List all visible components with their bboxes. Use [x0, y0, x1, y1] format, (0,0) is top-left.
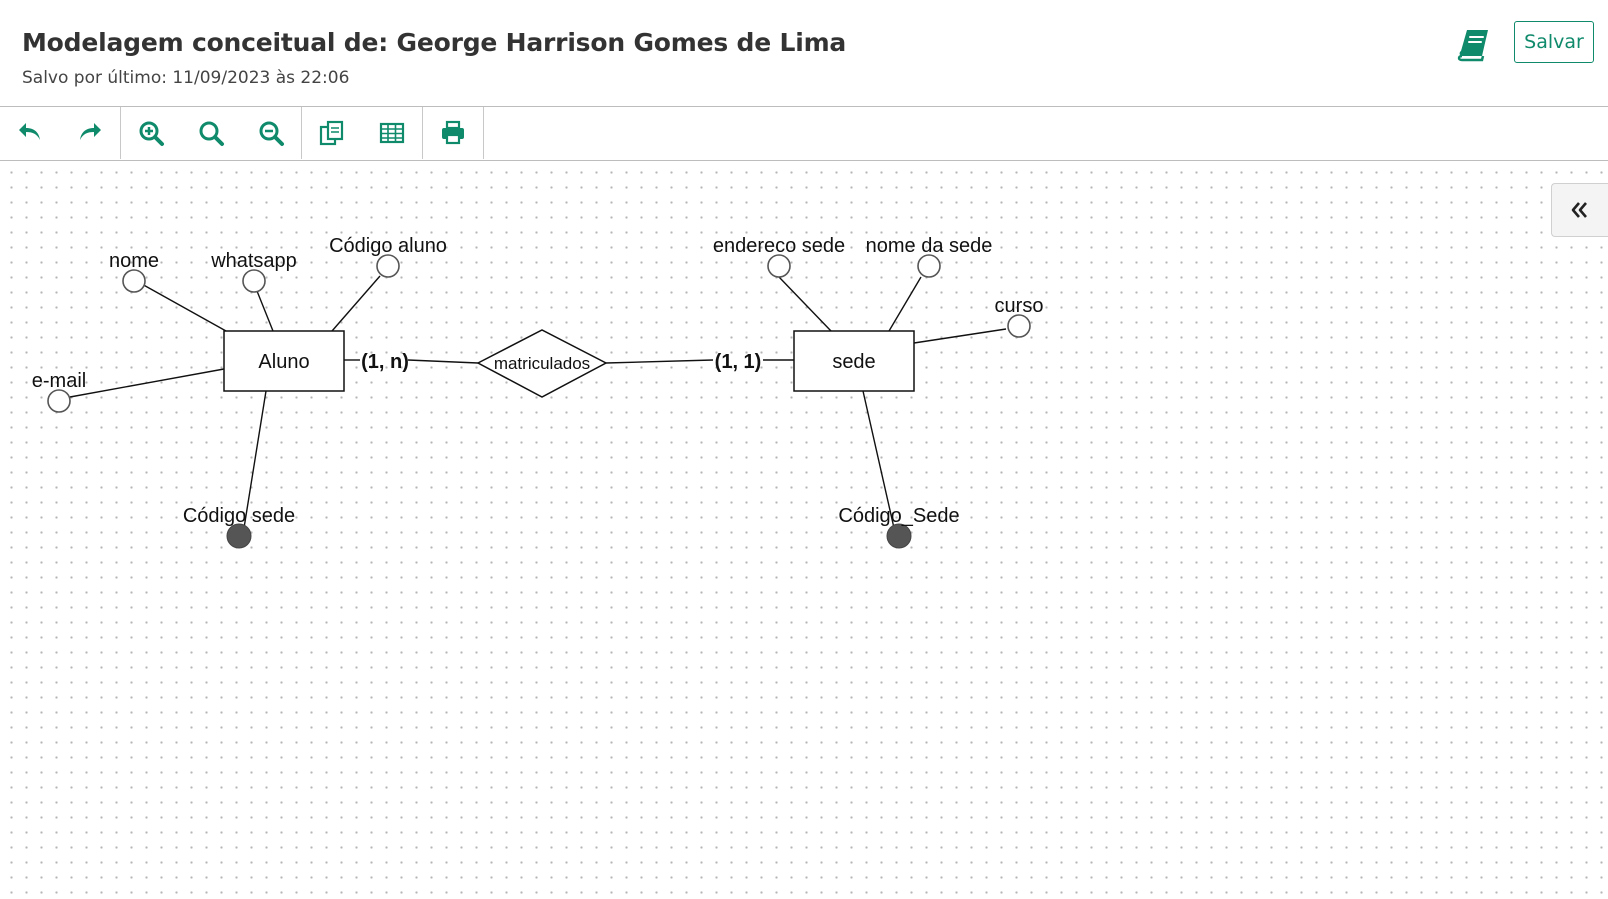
relationship-matriculados[interactable]: matriculados	[476, 329, 608, 398]
attribute-label: Código aluno	[329, 235, 447, 257]
attribute-circle	[917, 254, 941, 278]
zoom-in-icon	[139, 121, 164, 146]
undo-icon	[19, 123, 40, 140]
sidebar-toggle-button[interactable]	[1551, 183, 1608, 237]
zoom-in-button[interactable]	[121, 107, 181, 159]
connector-email	[69, 368, 225, 398]
entity-label: Aluno	[258, 351, 309, 373]
attribute-label: Código sede	[183, 505, 295, 527]
last-saved-info: Salvo por último: 11/09/2023 às 22:06	[22, 68, 350, 88]
header: Modelagem conceitual de: George Harrison…	[0, 0, 1608, 107]
connector-lines	[69, 275, 1007, 529]
cardinality-aluno[interactable]: (1, n)	[361, 351, 409, 373]
book-icon[interactable]	[1456, 26, 1492, 62]
relationship-diamond	[476, 329, 608, 398]
attribute-label: nome	[109, 250, 159, 272]
diagram-canvas[interactable]: Aluno sede matriculados (1, n) (1, 1) no…	[0, 160, 1608, 899]
key-attribute-circle	[886, 523, 912, 549]
attribute-label: nome da sede	[866, 235, 993, 257]
undo-button[interactable]	[0, 107, 60, 159]
attribute-label: curso	[995, 295, 1044, 317]
attribute-endereco-sede[interactable]: endereco sede	[713, 235, 845, 278]
double-chevron-left-icon	[1571, 202, 1587, 218]
entity-label: sede	[832, 351, 875, 373]
connector-codigo-aluno	[331, 275, 381, 332]
entity-sede[interactable]: sede	[793, 330, 915, 392]
toolbar	[0, 107, 484, 159]
attribute-nome[interactable]: nome	[109, 250, 159, 293]
zoom-reset-icon	[199, 121, 224, 146]
connector-codigo-sede-aluno	[243, 390, 267, 529]
attribute-whatsapp[interactable]: whatsapp	[210, 250, 297, 293]
connector-endereco-sede	[778, 276, 832, 332]
view-group	[302, 107, 423, 159]
connector-whatsapp	[256, 290, 274, 332]
attribute-circle	[1007, 314, 1031, 338]
table-icon	[379, 122, 405, 144]
attribute-label: whatsapp	[210, 250, 297, 272]
attribute-circle	[376, 254, 400, 278]
zoom-reset-button[interactable]	[181, 107, 241, 159]
zoom-out-button[interactable]	[241, 107, 301, 159]
save-button[interactable]: Salvar	[1514, 21, 1594, 63]
cardinality-sede[interactable]: (1, 1)	[715, 351, 762, 373]
key-attribute-codigo-sede-aluno[interactable]: Código sede	[183, 505, 295, 549]
print-icon	[442, 120, 464, 145]
history-group	[0, 107, 121, 159]
connector-rel-card	[605, 359, 714, 364]
copy-icon	[319, 120, 344, 146]
connector-codigo-sede	[862, 390, 895, 529]
attribute-codigo-aluno[interactable]: Código aluno	[329, 235, 447, 278]
attribute-circle	[47, 389, 71, 413]
key-attribute-circle	[226, 523, 252, 549]
entity-box	[793, 330, 915, 392]
print-button[interactable]	[423, 107, 483, 159]
attribute-curso[interactable]: curso	[995, 295, 1044, 338]
key-attribute-codigo-sede[interactable]: Código_Sede	[838, 505, 960, 549]
zoom-out-icon	[259, 121, 284, 146]
relationship-label: matriculados	[494, 354, 590, 373]
entity-aluno[interactable]: Aluno	[223, 330, 345, 392]
attribute-email[interactable]: e-mail	[32, 370, 86, 413]
redo-button[interactable]	[60, 107, 120, 159]
attribute-circle	[122, 269, 146, 293]
attribute-nome-da-sede[interactable]: nome da sede	[866, 235, 993, 278]
connector-curso	[913, 328, 1007, 344]
connector-card-rel	[407, 359, 479, 364]
attribute-label: Código_Sede	[838, 505, 959, 527]
zoom-group	[121, 107, 302, 159]
attribute-circle	[767, 254, 791, 278]
connector-nome	[139, 282, 227, 332]
er-diagram: Aluno sede matriculados (1, n) (1, 1) no…	[32, 235, 1044, 549]
page-title: Modelagem conceitual de: George Harrison…	[22, 28, 847, 57]
attribute-circle	[242, 269, 266, 293]
attribute-label: endereco sede	[713, 235, 845, 257]
table-button[interactable]	[362, 107, 422, 159]
redo-icon	[80, 123, 101, 140]
entity-box	[223, 330, 345, 392]
copy-button[interactable]	[302, 107, 362, 159]
connector-nome-da-sede	[888, 276, 922, 332]
print-group	[423, 107, 484, 159]
attribute-label: e-mail	[32, 370, 86, 392]
